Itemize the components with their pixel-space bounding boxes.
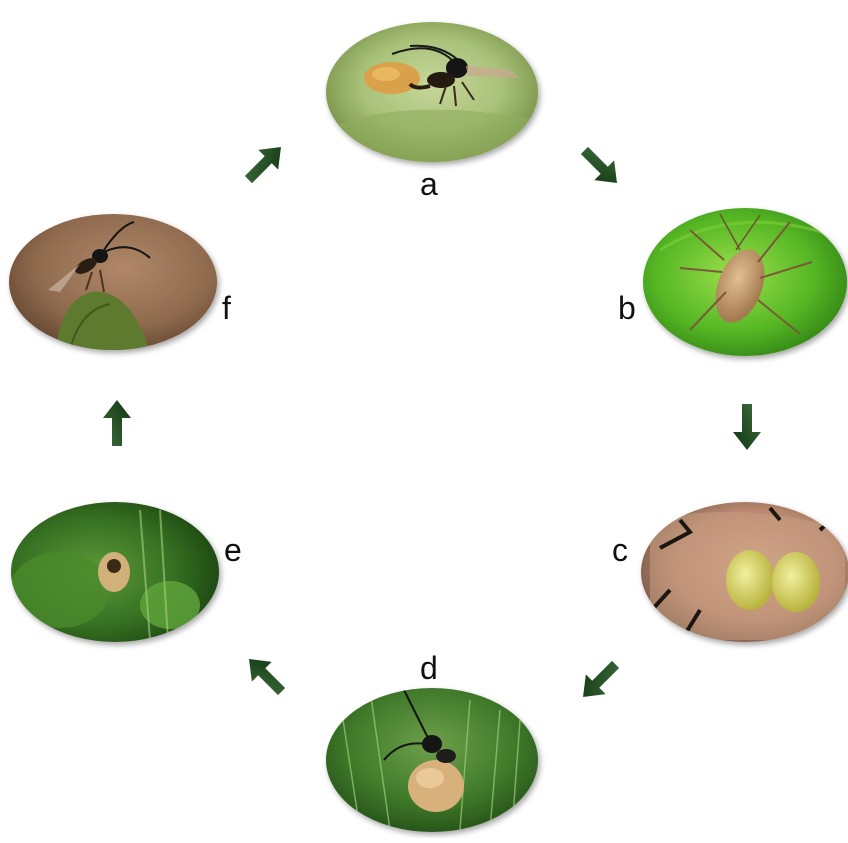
arrow-e-to-f — [103, 400, 131, 446]
stage-c-photo — [641, 502, 848, 642]
arrow-b-to-c — [733, 404, 761, 450]
stage-f-photo — [9, 214, 217, 352]
arrow-c-to-d — [573, 655, 625, 707]
stage-label-f: f — [222, 292, 231, 324]
arrow-f-to-a — [239, 137, 291, 189]
stage-e-photo — [10, 502, 219, 642]
arrow-d-to-e — [239, 649, 291, 701]
stage-d-photo — [326, 688, 538, 832]
stage-b-photo — [643, 208, 847, 356]
stage-label-a: a — [420, 168, 438, 200]
stage-label-d: d — [420, 652, 438, 684]
arrow-a-to-b — [575, 141, 627, 193]
stage-label-b: b — [618, 292, 636, 324]
stage-a-photo — [326, 22, 538, 170]
stage-label-e: e — [224, 534, 242, 566]
stage-label-c: c — [612, 534, 628, 566]
